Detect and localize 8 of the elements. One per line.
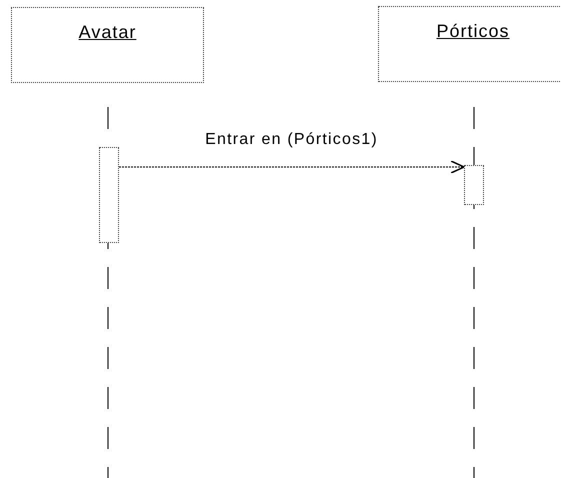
edge-label: Entrar en (Pórticos1) — [205, 131, 378, 149]
object-name: Avatar — [78, 22, 136, 42]
object-name: Pórticos — [436, 21, 510, 41]
message-arrow — [118, 160, 465, 174]
activation-bar — [464, 165, 484, 205]
object-box — [378, 6, 561, 82]
object-box — [11, 7, 204, 83]
activation-bar — [99, 147, 119, 243]
